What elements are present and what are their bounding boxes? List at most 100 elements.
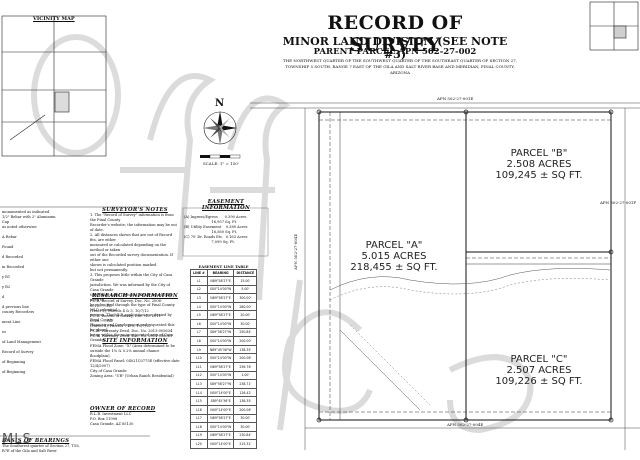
easement-box xyxy=(182,207,269,257)
table-cell: N89°58'27"E xyxy=(206,430,235,441)
text-line: P.O. Box 11998 xyxy=(90,417,118,421)
table-cell: L4 xyxy=(190,301,208,312)
text-line: P.C.R. Warranty Deed, Doc. No. 2013-0056… xyxy=(90,329,173,333)
table-header-cell: LINE # xyxy=(190,269,208,277)
easement-body: (A) Ingress/Egress 0.390 Acres 16,957 Sq… xyxy=(184,215,268,245)
text-line: A Rebar xyxy=(2,235,17,239)
table-cell: S00°14'00"W xyxy=(206,370,235,381)
table-cell: L15 xyxy=(190,396,208,406)
text-line: P.C.R. Record of Survey, Doc. No. 2011-0… xyxy=(90,314,163,323)
table-cell: 138.35' xyxy=(233,396,258,406)
table-cell: 30.00' xyxy=(233,413,258,424)
table-cell: L16 xyxy=(190,404,208,415)
table-cell: N89°58'27"E xyxy=(206,310,235,320)
text-line: 1/2" Rebar with 2" Aluminum Cap xyxy=(2,215,56,224)
table-cell: 15.00' xyxy=(233,276,258,286)
text-line: (Parcel 9), Parcels 7 & 8, 10/7/12 xyxy=(90,324,151,328)
table-cell: L20 xyxy=(190,439,208,449)
table-cell: L3 xyxy=(190,293,208,303)
basis-of-bearings: BASIS OF BEARINGS The Southwest quarter … xyxy=(2,438,87,454)
table-cell: N89°45'36"W xyxy=(206,344,235,355)
basis-body: The Southwest quarter of Section 27, T5S… xyxy=(2,444,80,453)
table-cell: L13 xyxy=(190,379,208,389)
table-cell: 250.84' xyxy=(233,327,258,338)
text-line: Recorder's website; the information may … xyxy=(90,223,177,232)
table-cell: L14 xyxy=(190,387,208,398)
text-line: (B) Utility Easement 0.380 Acres xyxy=(184,225,248,229)
parcel-c-name: PARCEL "C" xyxy=(510,354,568,365)
easement-lines xyxy=(319,112,611,420)
parcel-b: PARCEL "B" 2.508 ACRES 109,245 ± SQ FT. xyxy=(474,148,604,181)
text-line: 2. All distances shown that are not of R… xyxy=(90,233,173,242)
table-cell: L12 xyxy=(190,370,208,381)
section-key-map xyxy=(589,1,639,51)
mls-watermark: MLS xyxy=(2,432,32,447)
table-cell: 30.00' xyxy=(233,422,258,432)
easement-heading: EASEMENT INFORMATION xyxy=(201,199,250,211)
text-line: (A) Ingress/Egress 0.390 Acres xyxy=(184,215,247,219)
text-line: P.C.R. Record of Survey, Doc. No. 2006-0… xyxy=(90,299,163,308)
text-line: City of Casa Grande xyxy=(90,369,127,373)
page-title: RECORD OF SURVEY xyxy=(327,12,463,56)
text-line: 12/4/2007) xyxy=(90,364,110,368)
text-line: shown is calculated position marked xyxy=(90,263,157,267)
parcel-boundary xyxy=(318,111,612,421)
table-cell: N00°14'00"E xyxy=(206,404,235,415)
surveyors-notes-heading: SURVEYOR'S NOTES xyxy=(102,207,168,213)
office-watermark xyxy=(31,34,534,434)
research-info: RESEARCH INFORMATION P.C.R. Record of Su… xyxy=(90,293,180,339)
surveyors-notes-body: 1. The "Record of Survey" information is… xyxy=(90,213,180,343)
text-line: 16,560 Sq. Ft. xyxy=(184,230,238,234)
table-cell: S00°14'00"W xyxy=(206,422,235,432)
text-line: R.L.B. Investment LLC xyxy=(90,412,132,416)
table-cell: N00°14'00"E xyxy=(206,387,235,398)
apn-top: APN 502-27-001E xyxy=(437,96,474,101)
text-line: jurisdiction. We was informed by the Cit… xyxy=(90,283,170,292)
apn-right: APN 502-27-001F xyxy=(600,200,637,205)
text-line: d previous line xyxy=(2,305,29,309)
text-line: Planning and Development and requested t… xyxy=(90,323,175,332)
site-heading: SITE INFORMATION xyxy=(102,338,168,344)
text-line: monumented as indicated xyxy=(2,210,50,214)
scale-bar xyxy=(200,154,241,159)
table-cell: S00°14'00"W xyxy=(206,284,235,295)
table-cell: L18 xyxy=(190,422,208,432)
table-cell: N00°14'00"E xyxy=(206,439,235,449)
table-cell: L1 xyxy=(190,276,208,286)
parcel-c-acres: 2.507 ACRES xyxy=(506,365,572,376)
table-cell: S89°45'36"E xyxy=(206,396,235,406)
basis-heading: BASIS OF BEARINGS xyxy=(2,438,70,444)
table-header-cell: BEARING xyxy=(206,269,235,277)
text-line: as noted otherwise xyxy=(2,225,37,229)
text-line: 16,957 Sq. Ft. xyxy=(184,220,238,224)
text-line: outside the 1% & 0.2% annual chance floo… xyxy=(90,349,160,358)
text-line: (Tract 2), Parcels 4 & 5, 10/7/12 xyxy=(90,309,149,313)
surveyors-notes: SURVEYOR'S NOTES 1. The "Record of Surve… xyxy=(90,207,180,343)
research-body: P.C.R. Record of Survey, Doc. No. 2006-0… xyxy=(90,299,180,339)
table-cell: L19 xyxy=(190,430,208,441)
text-line: Found xyxy=(2,245,14,249)
text-line: be submitted through the type of Pinal C… xyxy=(90,303,175,312)
table-cell: S00°14'00"W xyxy=(206,301,235,312)
table-cell: L7 xyxy=(190,327,208,338)
parcel-a: PARCEL "A" 5.015 ACRES 218,455 ± SQ FT. xyxy=(330,240,458,273)
table-cell: 230.84' xyxy=(233,430,258,441)
research-heading: RESEARCH INFORMATION xyxy=(92,293,178,299)
text-line: FEMA Flood Panel: 04021C0775E (effective… xyxy=(90,359,180,363)
parcel-c-sqft: 109,226 ± SQ FT. xyxy=(495,376,583,387)
north-arrow-icon xyxy=(203,111,237,145)
text-line: of Beginning xyxy=(2,370,26,374)
